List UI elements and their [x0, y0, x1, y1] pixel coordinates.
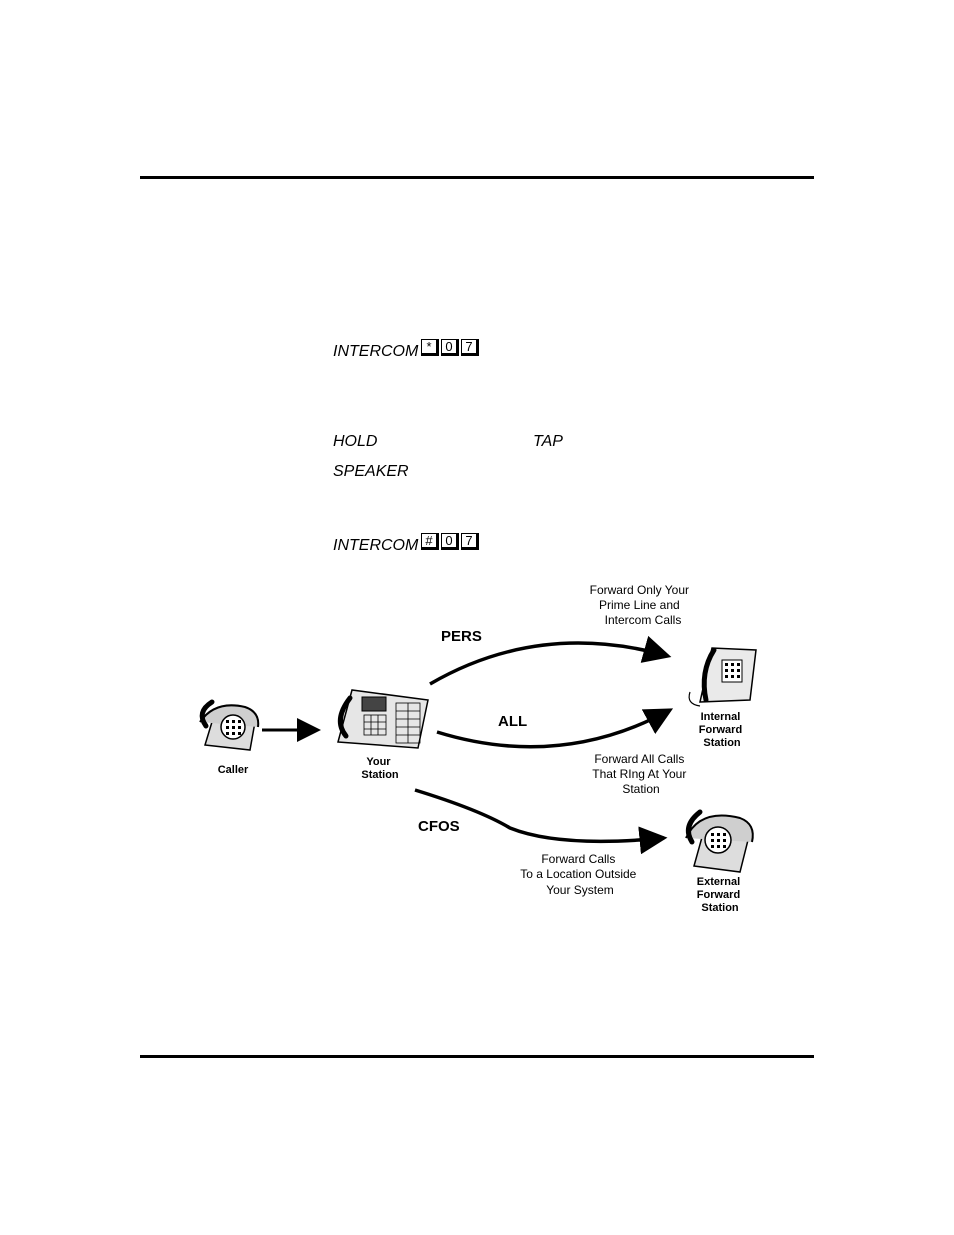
zero-key: 0: [441, 339, 459, 356]
all-arrow: [436, 708, 674, 749]
intercom-label: INTERCOM: [333, 343, 419, 360]
enable-key-sequence: * 0 7: [421, 339, 479, 356]
external-station-phone-icon: [685, 809, 754, 873]
top-rule: [140, 176, 814, 179]
cfos-arrow: [414, 788, 668, 855]
your-station-label: Your Station: [361, 756, 399, 781]
tap-label: TAP: [533, 433, 563, 450]
cancel-key-sequence: # 0 7: [421, 533, 479, 550]
all-label: ALL: [498, 713, 527, 730]
internal-station-phone-icon: [688, 647, 757, 707]
seven-key: 7: [461, 533, 479, 550]
pers-arrow: [429, 635, 672, 686]
cfos-note: Forward Calls To a Location Outside Your…: [520, 852, 639, 897]
external-station-label: External Forward Station: [697, 876, 743, 914]
hold-label: HOLD: [333, 433, 378, 450]
caller-phone-icon: [199, 699, 260, 751]
zero-key: 0: [441, 533, 459, 550]
pers-note: Forward Only Your Prime Line and Interco…: [590, 583, 693, 627]
internal-station-label: Internal Forward Station: [699, 711, 745, 749]
pers-label: PERS: [441, 628, 482, 645]
star-key: *: [421, 339, 439, 356]
cfos-label: CFOS: [418, 818, 460, 835]
your-station-phone-icon: [337, 689, 429, 749]
bottom-rule: [140, 1055, 814, 1058]
all-note: Forward All Calls That RIng At Your Stat…: [592, 752, 689, 796]
speaker-label: SPEAKER: [333, 463, 409, 480]
seven-key: 7: [461, 339, 479, 356]
pound-key: #: [421, 533, 439, 550]
intercom-cancel-label: INTERCOM: [333, 537, 419, 554]
caller-label: Caller: [218, 764, 249, 776]
